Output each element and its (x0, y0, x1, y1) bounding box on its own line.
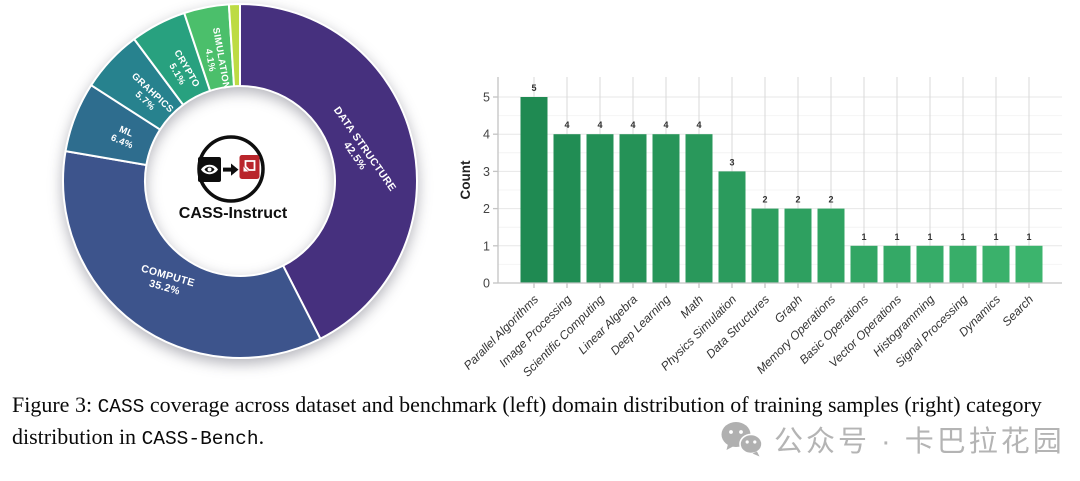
bar (916, 245, 944, 283)
bar-value-label: 4 (564, 120, 569, 130)
bar (949, 245, 977, 283)
donut-slices (62, 3, 418, 359)
caption-suffix: . (258, 424, 265, 449)
y-tick-label: 3 (483, 165, 490, 179)
donut-slice (239, 3, 418, 340)
bar (1015, 245, 1043, 283)
figure-caption: Figure 3: CASS coverage across dataset a… (12, 390, 1072, 454)
bar (784, 208, 812, 283)
bar-value-label: 1 (861, 232, 866, 242)
y-tick-label: 0 (483, 277, 490, 291)
bar-value-label: 2 (795, 195, 800, 205)
bar (883, 245, 911, 283)
caption-code-cass-bench: CASS-Bench (141, 428, 259, 450)
y-tick-label: 5 (483, 91, 490, 105)
y-tick-label: 4 (483, 128, 490, 142)
bar (817, 208, 845, 283)
caption-prefix: Figure 3: (12, 392, 98, 417)
bar-value-label: 1 (993, 232, 998, 242)
caption-middle: coverage across dataset and benchmark (l… (12, 392, 1042, 449)
bar-value-label: 1 (894, 232, 899, 242)
bar-value-label: 3 (729, 157, 734, 167)
bar-value-label: 2 (762, 195, 767, 205)
bar (850, 245, 878, 283)
arrow-icon (223, 163, 239, 176)
bar-value-label: 4 (597, 120, 602, 130)
bar-value-label: 5 (531, 83, 536, 93)
watermark-text: 公众号 · 卡巴拉花园 (774, 426, 1065, 458)
donut-center-label: CASS-Instruct (179, 205, 288, 222)
bar-value-label: 4 (663, 120, 668, 130)
x-category-label: Math (677, 292, 706, 321)
bar (553, 134, 581, 283)
bar (586, 134, 614, 283)
cass-instruct-logo: CASS-Instruct (179, 135, 288, 222)
bar (685, 134, 713, 283)
caption-code-cass: CASS (97, 396, 145, 418)
y-axis-title: Count (458, 160, 473, 199)
bar-value-label: 4 (696, 120, 701, 130)
bar-value-label: 2 (828, 195, 833, 205)
bar (982, 245, 1010, 283)
y-tick-label: 1 (483, 239, 490, 253)
bar-value-label: 4 (630, 120, 635, 130)
bar-value-label: 1 (960, 232, 965, 242)
domain-distribution-donut-chart: DATA STRUCTURE42.5%COMPUTE35.2%ML6.4%GRA… (62, 3, 418, 359)
x-category-label: Deep Learning (608, 292, 674, 358)
bar-value-label: 1 (927, 232, 932, 242)
nvidia-eye-icon (198, 157, 221, 182)
bar (520, 97, 548, 283)
wechat-icon (721, 422, 763, 457)
bar (652, 134, 680, 283)
y-tick-label: 2 (483, 202, 490, 216)
donut-slice (62, 150, 322, 359)
bar-value-label: 1 (1026, 232, 1031, 242)
amd-arrow-icon (239, 155, 260, 179)
bar (619, 134, 647, 283)
bar (718, 171, 746, 283)
bar (751, 208, 779, 283)
x-category-label: Search (999, 292, 1036, 329)
watermark: 公众号 · 卡巴拉花园 (720, 418, 1065, 460)
donut-slice (227, 3, 241, 88)
